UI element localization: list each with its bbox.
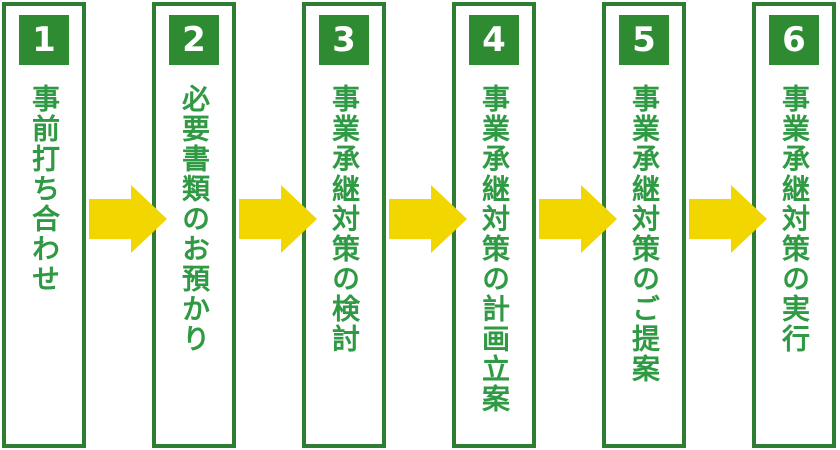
step-label: 必要書類のお預かり (178, 84, 211, 354)
arrow-right-icon (89, 185, 167, 253)
arrow-right-icon (389, 185, 467, 253)
step-number-badge: 2 (169, 15, 219, 65)
step-number-badge: 3 (319, 15, 369, 65)
step-label: 事業承継対策のご提案 (628, 84, 661, 384)
step-box-3: 3 事業承継対策の検討 (302, 2, 386, 448)
step-number-badge: 6 (769, 15, 819, 65)
step-label: 事業承継対策の実行 (778, 84, 811, 354)
step-label: 事業承継対策の検討 (328, 84, 361, 354)
step-number-badge: 1 (19, 15, 69, 65)
arrow-right-icon (689, 185, 767, 253)
arrow-right-icon (539, 185, 617, 253)
step-box-4: 4 事業承継対策の計画立案 (452, 2, 536, 448)
step-box-5: 5 事業承継対策のご提案 (602, 2, 686, 448)
step-number-badge: 4 (469, 15, 519, 65)
step-label: 事業承継対策の計画立案 (478, 84, 511, 414)
step-number-badge: 5 (619, 15, 669, 65)
step-box-1: 1 事前打ち合わせ (2, 2, 86, 448)
arrow-right-icon (239, 185, 317, 253)
step-label: 事前打ち合わせ (28, 84, 61, 294)
step-box-2: 2 必要書類のお預かり (152, 2, 236, 448)
